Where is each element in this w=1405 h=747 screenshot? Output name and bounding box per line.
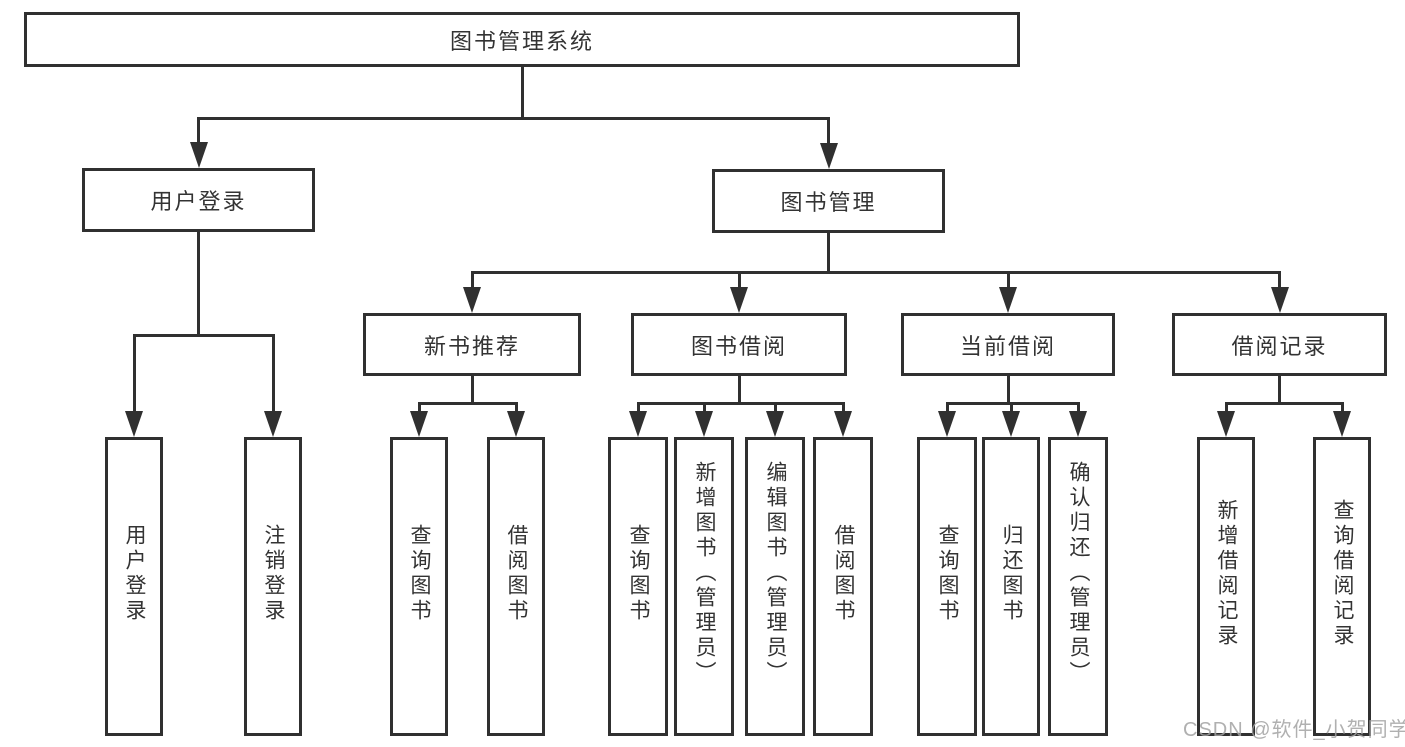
node-borrow-records: 借阅记录 [1172,313,1387,376]
connector-drop [945,403,949,416]
arrowhead-icon [629,411,647,437]
node-label: 图书借阅 [690,333,787,359]
node-bb-edit: 编辑图书（管理员） [745,437,805,736]
connector-bar [636,401,845,405]
arrowhead-icon [1270,287,1289,313]
node-label: 图书管理 [780,190,877,215]
node-leaf-user-login: 用户登录 [105,437,163,736]
node-br-add: 新增借阅记录 [1197,437,1255,736]
node-label: 当前借阅 [959,333,1056,359]
node-nbr-borrow: 借阅图书 [487,437,545,736]
connector-stem [520,67,524,120]
node-book-borrow: 图书借阅 [631,313,847,376]
arrowhead-icon [730,287,748,313]
connector-stem [827,233,830,274]
arrowhead-icon [189,142,208,168]
connector-drop [1224,403,1228,416]
node-cb-confirm: 确认归还（管理员） [1048,437,1108,736]
arrowhead-icon [999,287,1017,313]
node-label: 用户登录 [150,189,247,214]
connector-drop [271,335,275,416]
arrowhead-icon [507,411,525,437]
connector-drop [636,403,640,416]
connector-drop [827,118,830,148]
arrowhead-icon [264,411,282,437]
connector-bar [1224,401,1344,405]
connector-drop [773,403,777,416]
node-label: 借阅图书 [832,523,855,624]
connector-drop [1340,403,1344,416]
arrowhead-icon [463,287,481,313]
connector-stem [470,376,474,405]
connector-drop [514,403,518,416]
connector-stem [1278,376,1281,405]
connector-drop [470,272,474,292]
watermark: CSDN @软件_小贺同学 [1183,719,1405,741]
connector-drop [841,403,845,416]
arrowhead-icon [410,411,428,437]
connector-drop [1278,272,1281,292]
node-label: 借阅记录 [1231,333,1328,359]
node-label: 新增图书（管理员） [693,461,716,686]
node-label: 借阅图书 [505,523,528,624]
connector-stem [737,376,741,405]
connector-drop [1076,403,1080,416]
arrowhead-icon [1217,411,1235,437]
node-user-login: 用户登录 [82,168,315,232]
connector-bar [132,333,275,337]
connector-drop [737,272,741,292]
connector-stem [1006,376,1010,405]
node-leaf-logout: 注销登录 [244,437,302,736]
arrowhead-icon [125,411,143,437]
connector-stem [197,232,200,337]
node-br-query: 查询借阅记录 [1313,437,1371,736]
node-bb-query: 查询图书 [608,437,668,736]
arrowhead-icon [1069,411,1087,437]
connector-drop [132,335,136,416]
node-label: 编辑图书（管理员） [764,461,787,686]
node-root: 图书管理系统 [24,12,1020,67]
node-bb-borrow: 借阅图书 [813,437,873,736]
node-cb-return: 归还图书 [982,437,1040,736]
node-label: 新增借阅记录 [1215,498,1238,649]
node-bb-add: 新增图书（管理员） [674,437,734,736]
node-label: 查询借阅记录 [1331,498,1354,649]
node-label: 归还图书 [1000,523,1023,624]
connector-drop [417,403,421,416]
connector-drop [702,403,706,416]
arrowhead-icon [1333,411,1351,437]
connector-bar [945,401,1080,405]
node-label: 查询图书 [627,523,650,624]
arrowhead-icon [938,411,956,437]
node-label: 查询图书 [936,523,959,624]
arrowhead-icon [695,411,713,437]
connector-drop [1006,272,1010,292]
arrowhead-icon [834,411,852,437]
connector-bar [470,270,1281,274]
arrowhead-icon [819,143,838,169]
connector-drop [1009,403,1013,416]
node-book-mgmt: 图书管理 [712,169,945,233]
node-current-borrow: 当前借阅 [901,313,1115,376]
node-label: 图书管理系统 [449,28,594,54]
node-new-book-rec: 新书推荐 [363,313,581,376]
connector-bar [197,116,830,120]
connector-bar [417,401,518,405]
node-cb-query: 查询图书 [917,437,977,736]
node-nbr-query: 查询图书 [390,437,448,736]
node-label: 新书推荐 [423,333,520,359]
node-label: 确认归还（管理员） [1067,461,1090,686]
arrowhead-icon [766,411,784,437]
node-label: 查询图书 [408,523,431,624]
node-label: 用户登录 [123,523,146,624]
node-label: 注销登录 [262,523,285,624]
connector-drop [197,118,200,147]
arrowhead-icon [1002,411,1020,437]
